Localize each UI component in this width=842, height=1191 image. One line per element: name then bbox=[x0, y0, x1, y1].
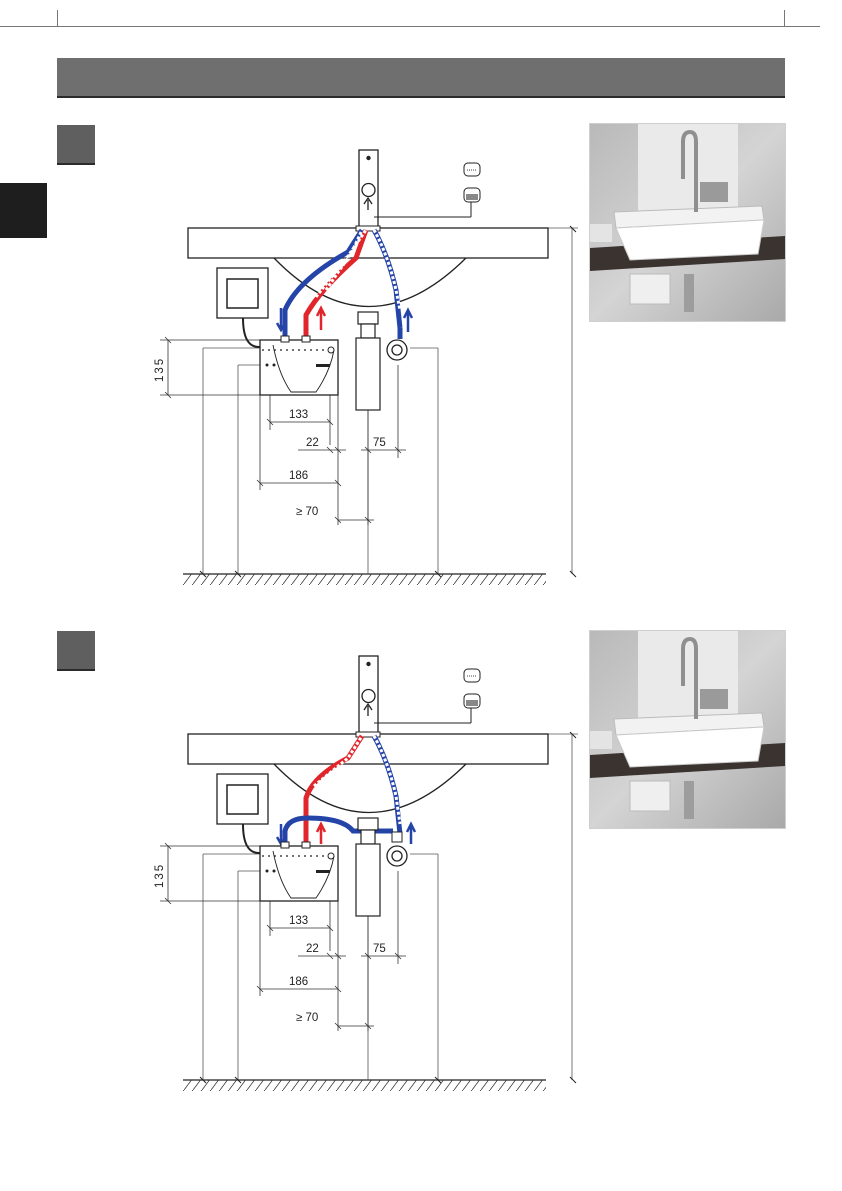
dim-total-label: 186 bbox=[289, 470, 308, 482]
trim-mark bbox=[784, 10, 785, 26]
angle-valve-icon bbox=[387, 832, 407, 866]
installation-diagram-1: 135 133 22 75 186 ≥ 70 bbox=[148, 140, 588, 600]
dim-min-gap-label: ≥ 70 bbox=[296, 506, 318, 518]
junction-box-icon bbox=[217, 268, 268, 318]
installation-photo-1 bbox=[589, 123, 786, 322]
installation-diagram-2: 135 133 22 75 186 ≥ 70 bbox=[148, 646, 588, 1106]
dim-width-label: 133 bbox=[289, 409, 308, 421]
step-1-marker bbox=[57, 125, 95, 165]
water-heater-icon bbox=[260, 336, 338, 395]
siphon-icon bbox=[356, 312, 380, 410]
trim-mark bbox=[57, 10, 58, 26]
chapter-tab bbox=[0, 183, 47, 238]
water-heater-icon bbox=[260, 842, 338, 901]
aerator-icon bbox=[464, 163, 480, 202]
step-2-marker bbox=[57, 631, 95, 671]
aerator-icon bbox=[464, 669, 480, 708]
dim-min-gap-label: ≥ 70 bbox=[296, 1012, 318, 1024]
dim-drain-label: 75 bbox=[373, 437, 386, 449]
dim-drain-label: 75 bbox=[373, 943, 386, 955]
dim-height-label: 135 bbox=[154, 357, 166, 382]
dim-height-label: 135 bbox=[154, 863, 166, 888]
angle-valve-icon bbox=[387, 340, 407, 360]
dim-width-label: 133 bbox=[289, 915, 308, 927]
floor-line bbox=[183, 574, 546, 585]
faucet-icon bbox=[356, 656, 380, 737]
faucet-icon bbox=[356, 150, 380, 231]
installation-photo-2 bbox=[589, 630, 786, 829]
dim-offset-label: 22 bbox=[306, 437, 319, 449]
trim-mark bbox=[0, 26, 820, 27]
dim-total-label: 186 bbox=[289, 976, 308, 988]
floor-line bbox=[183, 1080, 546, 1091]
dim-offset-label: 22 bbox=[306, 943, 319, 955]
junction-box-icon bbox=[217, 774, 268, 824]
section-header-bar bbox=[57, 58, 785, 98]
